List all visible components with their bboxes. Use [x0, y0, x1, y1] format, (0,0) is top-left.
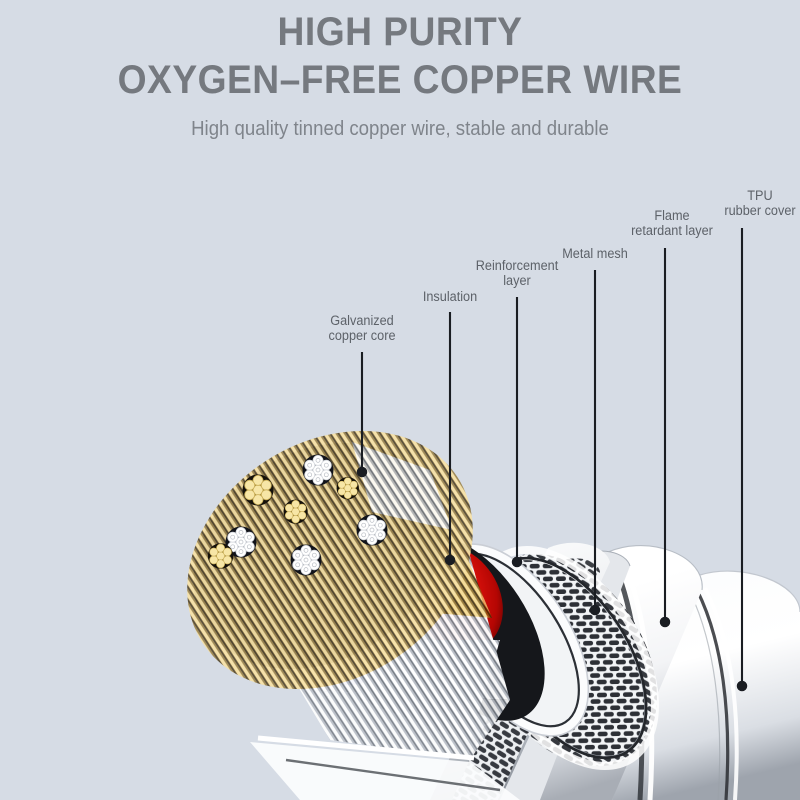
callout-label-galvanized-copper-core: Galvanized copper core: [328, 313, 396, 343]
page-subtitle: High quality tinned copper wire, stable …: [191, 118, 609, 140]
callout-label-tpu-rubber-cover: TPU rubber cover: [724, 188, 796, 218]
callout-label-insulation: Insulation: [422, 289, 478, 304]
leader-dot-reinforcement-layer: [511, 556, 523, 568]
leader-dot-metal-mesh: [589, 604, 601, 616]
leader-dot-insulation: [444, 554, 456, 566]
callout-label-reinforcement-layer: Reinforcement layer: [475, 258, 559, 288]
leader-dot-tpu-rubber-cover: [736, 680, 748, 692]
callout-label-metal-mesh: Metal mesh: [562, 246, 628, 261]
tpu-rubber-cover-layer: [612, 570, 800, 800]
leader-dot-galvanized-copper-core: [356, 466, 368, 478]
callout-label-flame-retardant-layer: Flame retardant layer: [631, 208, 713, 238]
page-title-line2: OXYGEN–FREE COPPER WIRE: [117, 58, 683, 102]
page-title-line1: HIGH PURITY: [277, 10, 523, 54]
leader-dot-flame-retardant-layer: [659, 616, 671, 628]
